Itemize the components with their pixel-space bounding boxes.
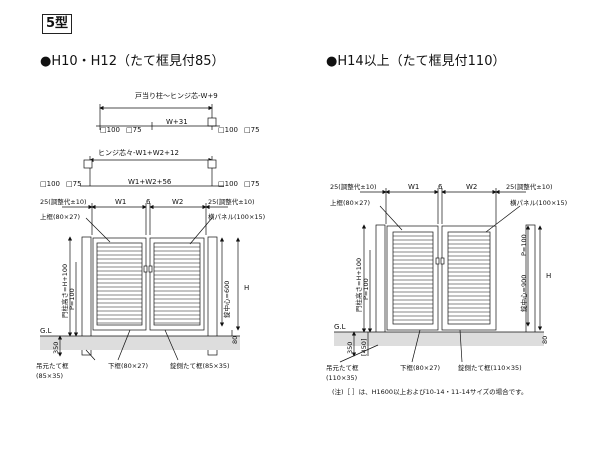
right-diagram (360, 188, 536, 344)
type-label: 5型 (42, 14, 72, 34)
hinge-span-label: ヒンジ芯々-W1+W2+12 (98, 148, 179, 157)
right-panel-slats (393, 235, 490, 321)
r-hanging-frame-label: 吊元たて框 (326, 363, 359, 372)
r-bottom-frame-label: 下框(80×27) (400, 363, 440, 372)
adjust-right: 25(調整代±10) (208, 197, 255, 206)
r-d450-label: [450] (360, 339, 368, 356)
left-extras (40, 217, 241, 361)
post-height-label: 門柱高さ=H+100 (60, 264, 69, 318)
hanging-frame-size: (85×35) (36, 372, 63, 380)
r-gl-label: G.L (334, 323, 346, 331)
h-label: H (244, 284, 249, 292)
stop-post-label: 戸当り柱～ヒンジ芯-W+9 (135, 91, 218, 100)
adjust-left: 25(調整代±10) (40, 197, 87, 206)
r-w2-label: W2 (466, 183, 477, 191)
r-lock-center-label: 錠中心=900 (519, 275, 528, 312)
left-panel-slats (97, 246, 200, 324)
r-post-height-label: 門柱高さ=H+100 (354, 258, 363, 312)
post-b-4: □75 (244, 180, 260, 188)
post-b-1: □75 (126, 126, 142, 134)
post-a-2: □100 (218, 126, 238, 134)
bottom-frame-label: 下框(80×27) (108, 361, 148, 370)
r-adjust-right: 25(調整代±10) (506, 182, 553, 191)
r-lock-frame-label: 錠側たて框(110×35) (458, 363, 522, 372)
gl-label: G.L (40, 327, 52, 335)
post-b-2: □75 (244, 126, 260, 134)
r-panel-label: 横パネル(100×15) (510, 198, 567, 207)
gap-label: 6 (146, 198, 151, 206)
w1-label: W1 (115, 198, 126, 206)
r-w1-label: W1 (408, 183, 419, 191)
post-a-1: □100 (100, 126, 120, 134)
panel-label: 横パネル(100×15) (208, 212, 265, 221)
w-sum-56: W1+W2+56 (128, 178, 172, 186)
post-a-4: □100 (218, 180, 238, 188)
d350-label: 350 (52, 342, 60, 354)
post-a-3: □100 (40, 180, 60, 188)
h80-label: 80 (231, 336, 239, 344)
r-d350-label: 350 (346, 342, 354, 354)
lock-center-label: 錠中心=600 (222, 281, 231, 318)
left-heading: ●H10・H12（たて框見付85） (40, 54, 225, 69)
hanging-frame-label: 吊元たて框 (36, 361, 69, 370)
post-b-3: □75 (66, 180, 82, 188)
r-hanging-frame-size: (110×35) (326, 374, 357, 382)
w-plus-31: W+31 (166, 118, 188, 126)
left-text: 戸当り柱～ヒンジ芯-W+9 □100 □75 W+31 □100 □75 ヒンジ… (36, 91, 265, 380)
r-adjust-left: 25(調整代±10) (330, 182, 377, 191)
r-gap-label: 6 (438, 183, 443, 191)
note-text: (注)［ ］は、H1600以上および10-14・11-14サイズの場合です。 (332, 387, 528, 396)
p100-label: P=100 (68, 288, 76, 310)
r-p100-label-2: P=100 (520, 234, 528, 256)
r-p100-label: P=100 (362, 278, 370, 300)
r-h80-label: 80 (541, 336, 549, 344)
right-heading: ●H14以上（たて框見付110） (326, 54, 506, 69)
left-diagram (62, 104, 228, 356)
r-h-label: H (546, 272, 551, 280)
right-text: 25(調整代±10) W1 6 W2 25(調整代±10) 上框(80×27) … (326, 182, 567, 396)
lock-frame-label: 錠側たて框(85×35) (170, 361, 230, 370)
w2-label: W2 (172, 198, 183, 206)
r-top-frame-label: 上框(80×27) (330, 198, 370, 207)
right-extras (334, 205, 544, 363)
top-frame-label: 上框(80×27) (40, 212, 80, 221)
